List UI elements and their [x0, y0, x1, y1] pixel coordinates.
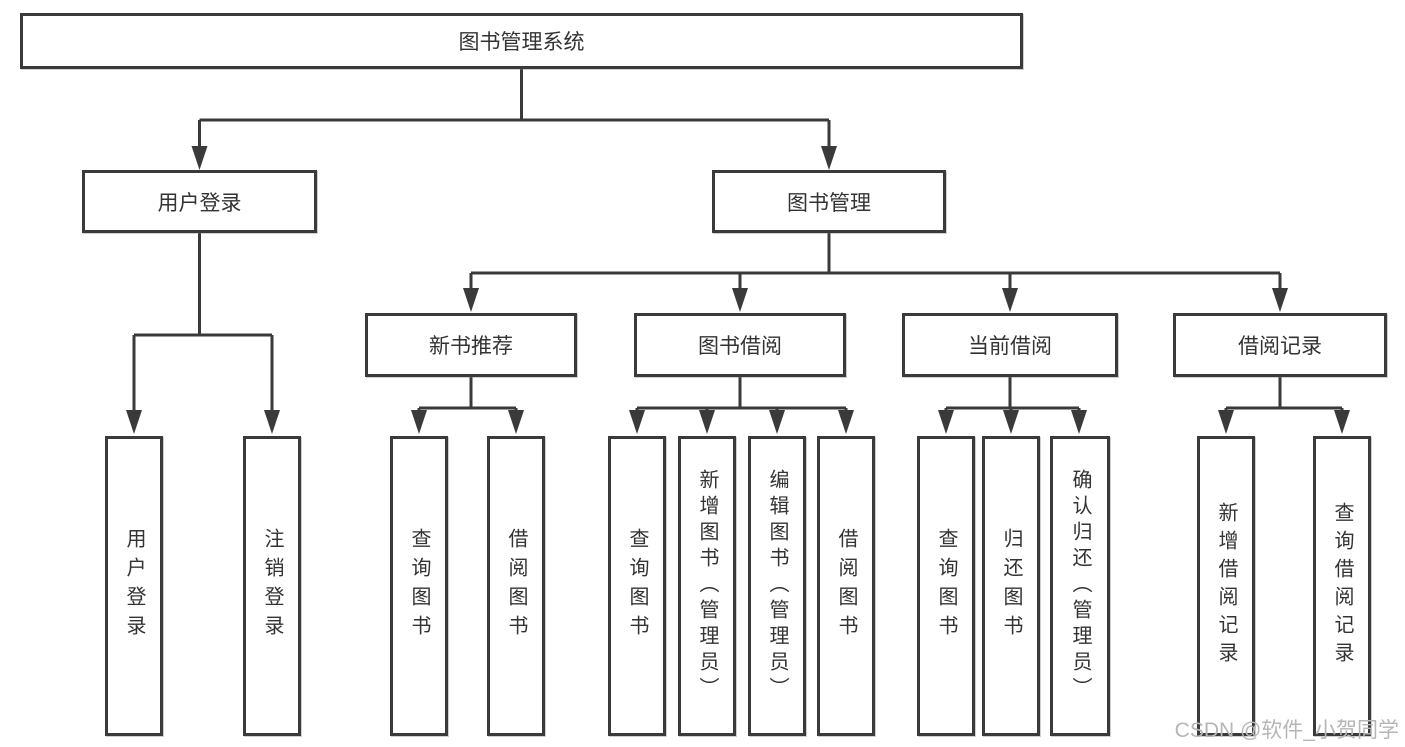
node-current-borrow: 当前借阅 [902, 313, 1118, 377]
book-management-branch-arrowheads [463, 288, 1288, 312]
node-borrow-records: 借阅记录 [1173, 313, 1387, 377]
leaf-borrow-books-borrow: 借阅图书 [817, 436, 875, 736]
leaf-confirm-return-admin: 确认归还（管理员） [1050, 436, 1110, 736]
leaf-label: 新增借阅记录 [1215, 502, 1237, 670]
leaf-query-books-recommend: 查询图书 [390, 436, 448, 736]
node-book-borrow: 图书借阅 [634, 313, 846, 377]
leaf-label: 借阅图书 [835, 528, 857, 644]
node-new-book-recommend: 新书推荐 [365, 313, 577, 377]
new-book-branch-arrowheads [411, 410, 524, 434]
leaf-label: 确认归还（管理员） [1069, 469, 1091, 703]
leaf-label: 注销登录 [261, 528, 283, 644]
borrow-record-branch [1224, 377, 1344, 414]
leaf-label: 借阅图书 [505, 528, 527, 644]
leaf-logout: 注销登录 [243, 436, 301, 736]
user-login-branch-arrowheads [126, 410, 280, 434]
current-borrow-branch [944, 377, 1081, 414]
node-user-login: 用户登录 [82, 170, 317, 233]
leaf-query-borrow-record: 查询借阅记录 [1313, 436, 1371, 736]
book-borrow-branch-arrowheads [629, 410, 854, 434]
user-login-branch [132, 233, 274, 414]
leaf-query-books-borrow: 查询图书 [608, 436, 666, 736]
leaf-label: 查询图书 [935, 528, 957, 644]
leaf-add-borrow-record: 新增借阅记录 [1197, 436, 1255, 736]
leaf-user-login: 用户登录 [105, 436, 163, 736]
new-book-branch [417, 377, 518, 414]
leaf-label: 用户登录 [123, 528, 145, 644]
node-book-management: 图书管理 [712, 170, 946, 233]
node-root: 图书管理系统 [20, 13, 1023, 69]
leaf-label: 查询图书 [626, 528, 648, 644]
leaf-label: 归还图书 [1000, 528, 1022, 644]
root-branch-arrowheads [191, 146, 837, 170]
leaf-label: 编辑图书（管理员） [766, 469, 788, 703]
current-borrow-branch-arrowheads [938, 410, 1087, 434]
leaf-label: 查询借阅记录 [1331, 502, 1353, 670]
book-borrow-branch [635, 377, 848, 414]
csdn-watermark: CSDN @软件_小贺同学 [1174, 719, 1399, 742]
leaf-return-book: 归还图书 [982, 436, 1040, 736]
leaf-label: 新增图书（管理员） [696, 469, 718, 703]
leaf-label: 查询图书 [408, 528, 430, 644]
borrow-record-branch-arrowheads [1218, 410, 1350, 434]
leaf-add-book-admin: 新增图书（管理员） [678, 436, 736, 736]
leaf-edit-book-admin: 编辑图书（管理员） [748, 436, 806, 736]
book-management-branch [469, 233, 1282, 292]
leaf-borrow-books-recommend: 借阅图书 [487, 436, 545, 736]
root-branch [198, 69, 831, 150]
leaf-query-books-current: 查询图书 [917, 436, 975, 736]
